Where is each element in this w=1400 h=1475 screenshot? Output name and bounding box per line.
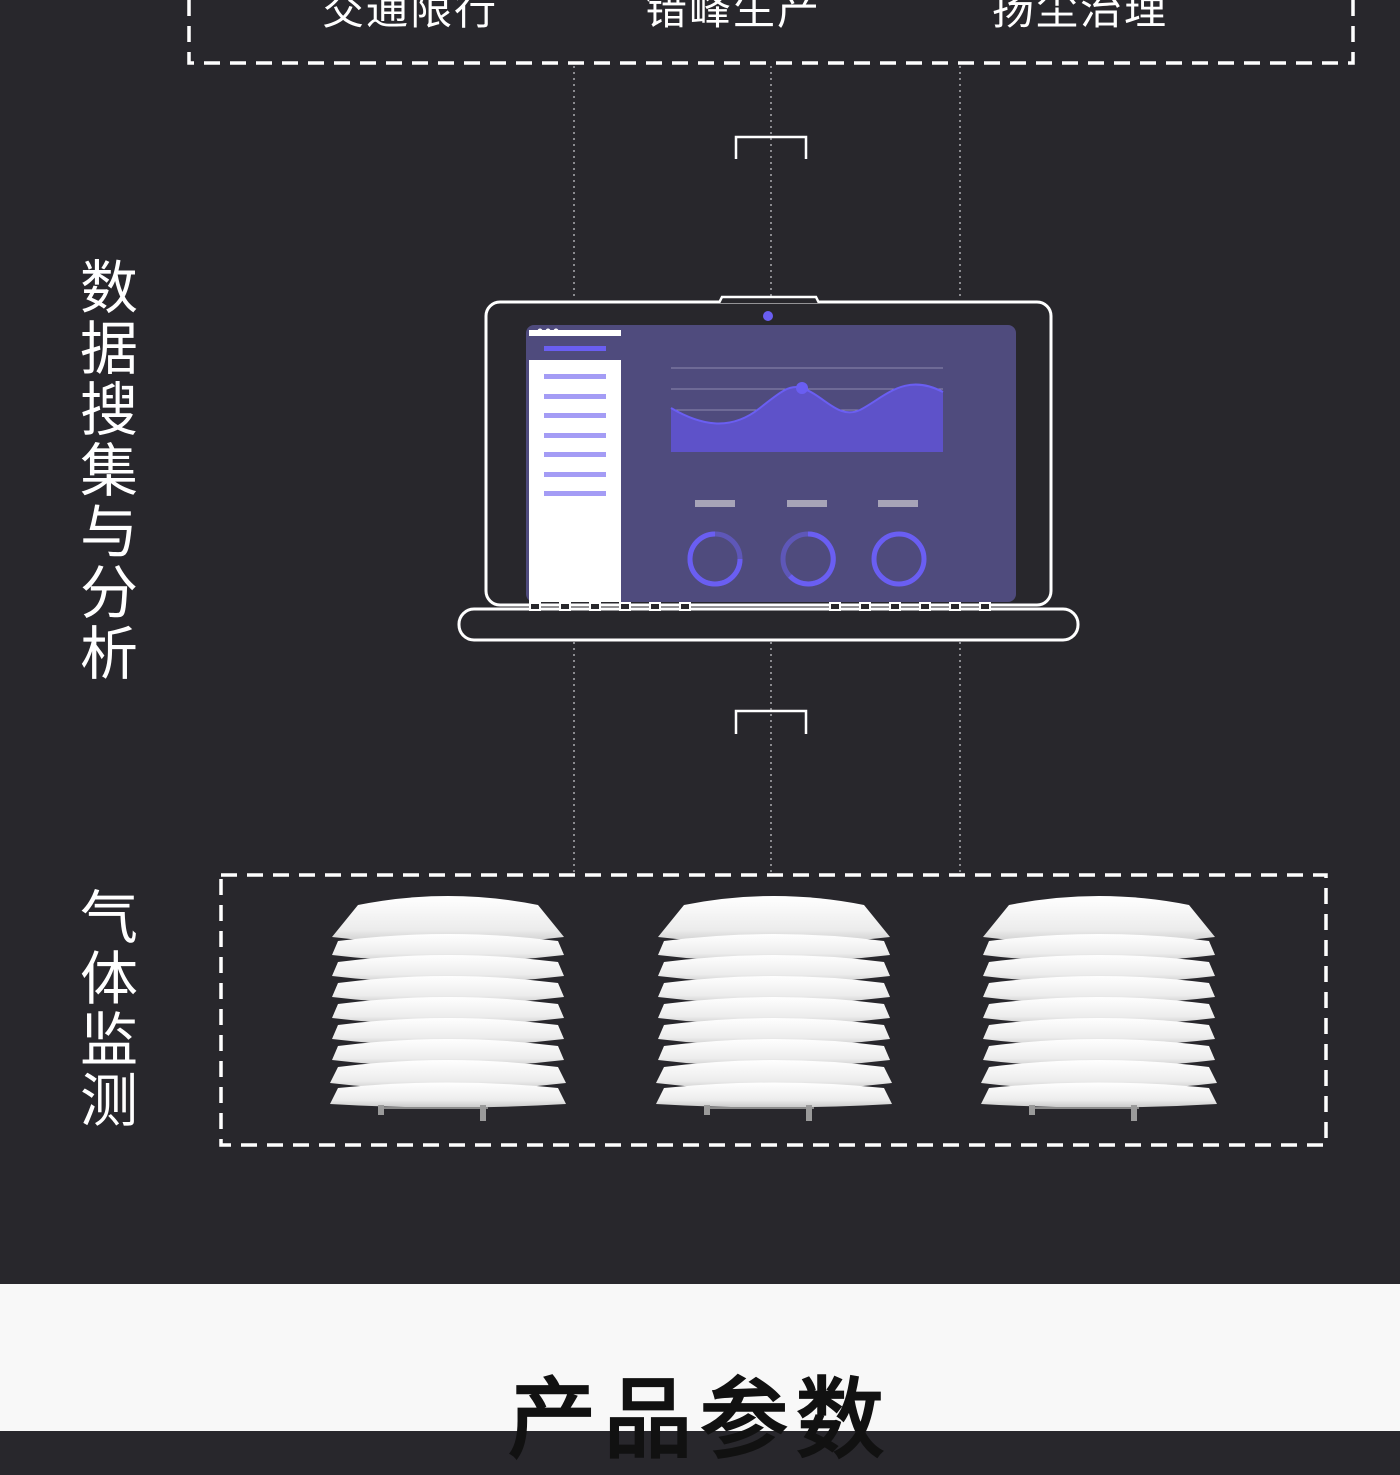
side-label-data-collection: 数据搜集与分析 (79, 254, 138, 688)
section-title: 产品参数 (507, 1368, 892, 1471)
laptop-hinge-ports (529, 602, 991, 611)
sensor-device-middle (655, 895, 893, 1122)
sensor-dashed-box (219, 873, 1328, 1147)
light-section-band (0, 1284, 1400, 1431)
screen-gauges (687, 500, 927, 587)
system-diagram (187, 0, 1355, 1147)
connector-lines (573, 66, 961, 873)
bracket-connector-icon (734, 135, 808, 159)
side-label-gas-monitoring: 气体监测 (79, 884, 138, 1135)
bracket-connector-icon (734, 709, 808, 734)
laptop-camera-notch (717, 295, 821, 304)
screen-sidebar (529, 330, 621, 602)
top-label-dust-control: 扬尘治理 (992, 0, 1169, 34)
top-label-traffic-restriction: 交通限行 (322, 0, 499, 34)
laptop-dashboard-icon (457, 295, 1080, 642)
laptop-camera (763, 311, 773, 321)
sensor-device-right (980, 895, 1218, 1122)
laptop-base (457, 607, 1080, 642)
top-label-staggered-production: 错峰生产 (645, 0, 822, 34)
sensor-device-left (329, 895, 567, 1122)
top-dashed-box (187, 0, 1355, 65)
screen-area-graphic (670, 367, 944, 452)
sidebar-menu-lines (544, 374, 606, 496)
